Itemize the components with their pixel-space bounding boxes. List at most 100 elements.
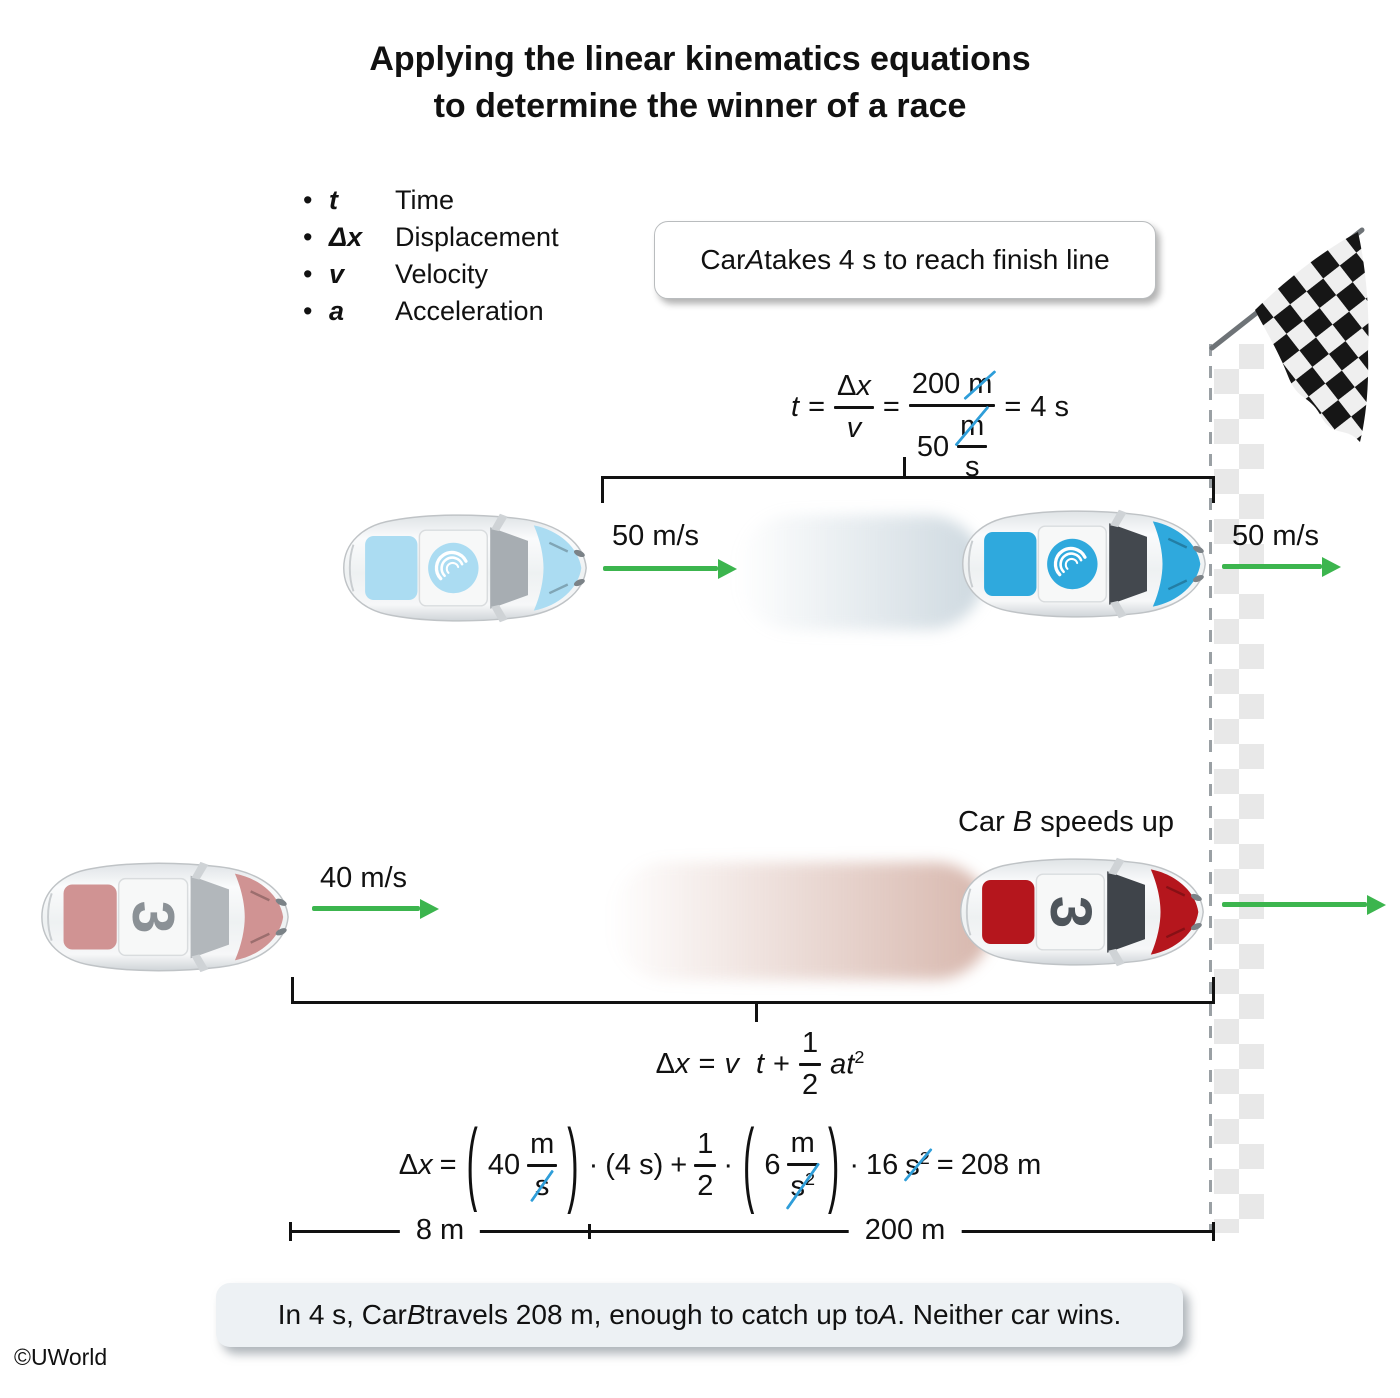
legend-item-velocity: • v Velocity <box>303 256 559 293</box>
conclusion-text: In 4 s, Car <box>277 1299 407 1330</box>
eq-unit-m: m <box>530 1128 555 1161</box>
car-a-swirl-logo <box>1045 537 1100 591</box>
paren-close: ) <box>827 1111 840 1216</box>
eq-var-v: v <box>846 411 862 444</box>
eq-equals: = <box>1004 390 1022 423</box>
finish-line-checkerboard <box>1214 344 1264 1233</box>
car-a-start-arrow <box>603 566 718 571</box>
legend-symbol: v <box>329 259 345 289</box>
eq-exponent: 2 <box>854 1046 865 1067</box>
time-equation: t = Δx v = 200 m 50 m s = 4 s <box>700 352 1160 483</box>
cancelled-unit-m: m <box>957 410 987 442</box>
fraction-m-s: m s <box>527 1128 558 1202</box>
eq-unit-s: s <box>964 451 980 484</box>
cancelled-unit-m: m <box>968 368 993 401</box>
car-a-bracket-line <box>601 476 1215 479</box>
paren-open: ( <box>743 1111 755 1216</box>
distance-label-200m: 200 m <box>848 1212 962 1248</box>
fraction-m-s2: m s2 <box>787 1127 818 1203</box>
legend-symbol: t <box>329 185 338 215</box>
page-title-line1: Applying the linear kinematics equations <box>369 40 1031 78</box>
eq-multiply-dot: · <box>849 1148 859 1181</box>
distance-axis-left-tick <box>289 1222 292 1241</box>
car-b-number: 3 <box>1038 896 1103 928</box>
car-b-finish: 3 <box>945 848 1217 976</box>
eq-equals: = <box>698 1047 716 1080</box>
eq-unit-m: m <box>790 1127 815 1160</box>
legend-item-time: • t Time <box>303 182 559 219</box>
car-b-start-speed-label: 40 m/s <box>320 862 408 894</box>
eq-multiply-dot: · <box>588 1148 599 1181</box>
legend-symbol: a <box>329 296 345 326</box>
car-b-bracket-line <box>291 1001 1215 1004</box>
uworld-copyright: ©UWorld <box>14 1344 108 1370</box>
fraction-dx-v: Δx v <box>834 370 874 444</box>
car-a-bracket-right-tick <box>1212 476 1215 503</box>
car-a-finish-arrow <box>1222 564 1322 569</box>
legend-label: Time <box>395 185 454 215</box>
car-b-motion-blur <box>608 862 993 980</box>
callout-car-a: A <box>745 244 765 275</box>
conclusion-box: In 4 s, Car B travels 208 m, enough to c… <box>216 1283 1183 1347</box>
cancelled-unit-s: s <box>532 1170 553 1202</box>
conclusion-car-b: B <box>406 1299 426 1330</box>
bullet-icon: • <box>303 259 313 289</box>
distance-axis-line <box>291 1230 1215 1233</box>
fraction-bar <box>908 403 996 407</box>
car-b-finish-arrow <box>1222 902 1367 907</box>
eq-var-x: x <box>675 1047 690 1080</box>
eq-var-t: t <box>755 1047 765 1080</box>
eq-equals: = <box>882 390 900 423</box>
fraction-bar <box>527 1163 558 1167</box>
variable-legend: • t Time • Δx Displacement • v Velocity … <box>303 182 559 330</box>
car-b-start-arrow <box>312 906 420 911</box>
label-text: Car <box>958 806 1013 838</box>
eq-value: 6 <box>764 1148 781 1181</box>
car-a-bracket-left-tick <box>601 476 604 503</box>
car-a-callout: Car A takes 4 s to reach finish line <box>654 221 1156 299</box>
distance-axis-right-tick <box>1212 1222 1215 1241</box>
fraction-one-half: 1 2 <box>694 1128 717 1202</box>
page-title: Applying the linear kinematics equations… <box>0 36 1400 130</box>
eq-var-t: t <box>791 390 800 423</box>
displacement-equation-general: Δx = v t + 1 2 at2 <box>540 1027 980 1101</box>
eq-delta: Δ <box>837 370 857 403</box>
eq-value: 1 <box>697 1128 714 1161</box>
legend-label: Velocity <box>395 259 489 289</box>
conclusion-text: travels 208 m, enough to catch up to <box>425 1299 879 1330</box>
legend-item-acceleration: • a Acceleration <box>303 293 559 330</box>
fraction-bar <box>957 445 988 449</box>
eq-value: 1 <box>801 1027 819 1060</box>
car-b-bracket-mid-tick <box>755 1004 758 1022</box>
displacement-equation-numeric: Δx = ( 40 m s ) · (4 s) + 1 2 · ( 6 m s2… <box>310 1105 1130 1225</box>
fraction-one-half: 1 2 <box>798 1027 822 1101</box>
eq-equals: = <box>439 1148 457 1181</box>
paren-close: ) <box>567 1111 579 1216</box>
car-a-finish <box>947 500 1219 628</box>
fraction-bar <box>787 1162 818 1166</box>
car-b-bracket-right-tick <box>1212 977 1215 1004</box>
bullet-icon: • <box>303 185 313 215</box>
legend-symbol: Δx <box>329 222 363 252</box>
eq-value: 40 <box>487 1148 521 1181</box>
page-title-line2: to determine the winner of a race <box>433 87 967 125</box>
eq-plus: + <box>773 1047 790 1080</box>
fraction-bar <box>694 1163 717 1167</box>
eq-var-x: x <box>418 1148 433 1181</box>
eq-equals: = <box>808 390 825 423</box>
eq-result: 208 m <box>960 1148 1042 1181</box>
eq-value: 16 <box>865 1148 899 1181</box>
car-a-swirl-logo <box>426 541 481 595</box>
fraction-bar <box>798 1062 822 1066</box>
car-b-start: 3 <box>26 852 302 982</box>
car-a-motion-blur <box>735 515 985 630</box>
car-a-start-speed-label: 50 m/s <box>612 520 700 552</box>
bullet-icon: • <box>303 296 313 326</box>
eq-var-x: x <box>856 370 871 403</box>
eq-var-a: a <box>830 1048 847 1081</box>
paren-open: ( <box>466 1111 478 1216</box>
eq-delta: Δ <box>398 1148 419 1181</box>
label-car-b: B <box>1012 806 1033 838</box>
cancelled-unit-s2: s2 <box>905 1147 930 1182</box>
